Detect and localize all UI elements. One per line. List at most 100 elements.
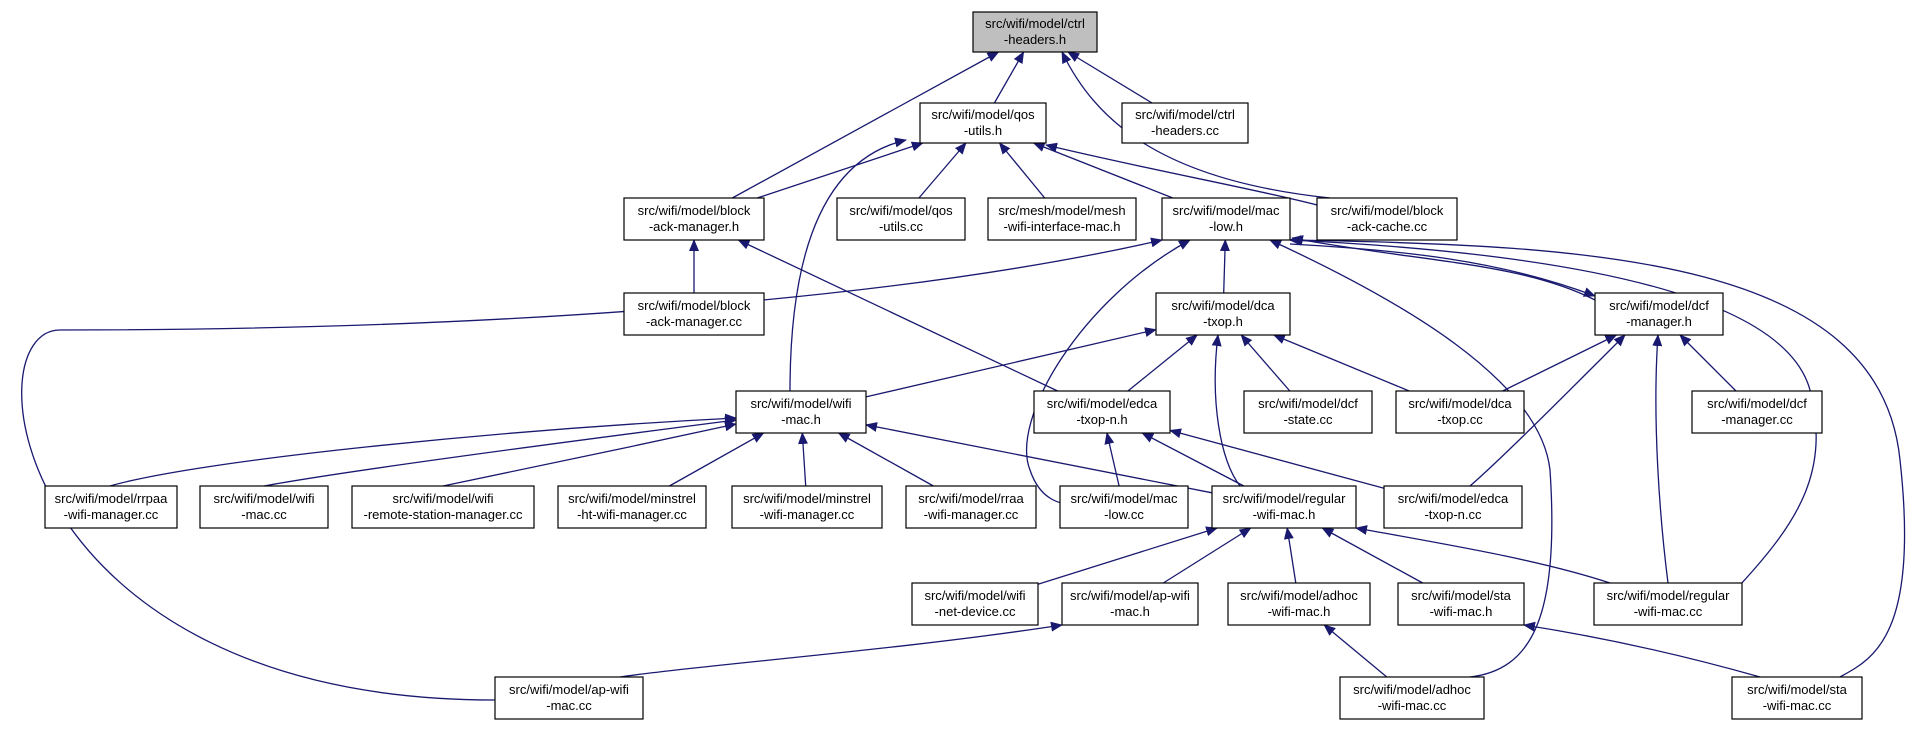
node-qos_h[interactable]: src/wifi/model/qos-utils.h	[919, 102, 1047, 144]
node-edca_cc[interactable]: src/wifi/model/edca-txop-n.cc	[1383, 485, 1523, 529]
node-box	[919, 102, 1047, 144]
node-dcfm_cc[interactable]: src/wifi/model/dcf-manager.cc	[1691, 390, 1823, 434]
node-adhoc_cc[interactable]: src/wifi/model/adhoc-wifi-mac.cc	[1339, 676, 1485, 720]
node-edca_h[interactable]: src/wifi/model/edca-txop-n.h	[1033, 390, 1171, 434]
node-label-line: src/wifi/model/qos	[849, 203, 953, 218]
edge-maclow_h-dcfm_h	[1291, 235, 1596, 301]
edge-dca_h-wifimac_h	[865, 327, 1157, 398]
node-label-line: src/wifi/model/dca	[1171, 298, 1275, 313]
node-label-line: -headers.cc	[1151, 123, 1219, 138]
edge-maclow_h-maclow_cc	[1025, 239, 1191, 507]
edge-ctrl_h-bam_h	[731, 51, 1000, 199]
node-dcfstate_cc[interactable]: src/wifi/model/dcf-state.cc	[1243, 390, 1373, 434]
node-box	[351, 485, 535, 529]
node-label-line: -wifi-mac.cc	[1763, 698, 1832, 713]
node-box	[836, 197, 966, 241]
node-box	[1316, 197, 1458, 241]
node-label-line: -txop.cc	[1437, 412, 1483, 427]
node-minht_cc[interactable]: src/wifi/model/minstrel-ht-wifi-manager.…	[557, 485, 707, 529]
node-sta_h[interactable]: src/wifi/model/sta-wifi-mac.h	[1397, 582, 1525, 626]
edge-edca_h-reg_h	[1141, 432, 1245, 487]
node-sta_cc[interactable]: src/wifi/model/sta-wifi-mac.cc	[1731, 676, 1863, 720]
node-min_cc[interactable]: src/wifi/model/minstrel-wifi-manager.cc	[731, 485, 883, 529]
node-label-line: src/wifi/model/rraa	[918, 491, 1024, 506]
node-maclow_cc[interactable]: src/wifi/model/mac-low.cc	[1059, 485, 1189, 529]
node-box	[731, 485, 883, 529]
node-reg_h[interactable]: src/wifi/model/regular-wifi-mac.h	[1211, 485, 1357, 529]
edge-wifimac_h-rsm_cc	[442, 421, 737, 487]
node-label-line: src/wifi/model/edca	[1047, 396, 1158, 411]
node-qos_cc[interactable]: src/wifi/model/qos-utils.cc	[836, 197, 966, 241]
node-label-line: -wifi-mac.cc	[1634, 604, 1703, 619]
edge-reg_h-reg_cc	[1355, 525, 1611, 584]
node-box	[494, 676, 644, 720]
node-reg_cc[interactable]: src/wifi/model/regular-wifi-mac.cc	[1593, 582, 1743, 626]
node-box	[1243, 390, 1373, 434]
node-label-line: -txop-n.h	[1076, 412, 1127, 427]
node-label-line: -ack-cache.cc	[1347, 219, 1428, 234]
node-rsm_cc[interactable]: src/wifi/model/wifi-remote-station-manag…	[351, 485, 535, 529]
edge-dcfm_h-dcfm_cc	[1679, 334, 1737, 392]
edge-ap_h-ap_cc	[619, 621, 1063, 678]
node-label-line: src/wifi/model/dcf	[1258, 396, 1358, 411]
node-label-line: src/wifi/model/mac	[1173, 203, 1280, 218]
edge-bam_h-edca_h	[737, 239, 1058, 392]
node-maclow_h[interactable]: src/wifi/model/mac-low.h	[1161, 197, 1291, 241]
edge-wifimac_h-rrpaa_cc	[109, 413, 737, 487]
edge-maclow_h-sta_cc	[1289, 235, 1906, 678]
node-label-line: -headers.h	[1004, 32, 1066, 47]
node-rrpaa_cc[interactable]: src/wifi/model/rrpaa-wifi-manager.cc	[44, 485, 178, 529]
edge-wifimac_h-rraa_cc	[837, 432, 934, 487]
node-label-line: src/wifi/model/sta	[1411, 588, 1511, 603]
node-rraa_cc[interactable]: src/wifi/model/rraa-wifi-manager.cc	[905, 485, 1037, 529]
node-dca_h[interactable]: src/wifi/model/dca-txop.h	[1155, 292, 1291, 336]
edge-maclow_h-ap_cc	[21, 237, 1163, 701]
node-box	[1155, 292, 1291, 336]
node-bam_h[interactable]: src/wifi/model/block-ack-manager.h	[623, 197, 765, 241]
node-ap_h[interactable]: src/wifi/model/ap-wifi-mac.h	[1061, 582, 1199, 626]
node-mesh_h[interactable]: src/mesh/model/mesh-wifi-interface-mac.h	[987, 197, 1137, 241]
edge-dcfm_h-dca_cc	[1502, 334, 1618, 392]
node-dca_cc[interactable]: src/wifi/model/dca-txop.cc	[1395, 390, 1525, 434]
node-label-line: -mac.h	[781, 412, 821, 427]
edge-dca_h-dca_cc	[1272, 334, 1410, 392]
node-ap_cc[interactable]: src/wifi/model/ap-wifi-mac.cc	[494, 676, 644, 720]
node-bam_cc[interactable]: src/wifi/model/block-ack-manager.cc	[623, 292, 765, 336]
node-label-line: -net-device.cc	[935, 604, 1016, 619]
edge-maclow_h-dca_h	[1219, 239, 1230, 294]
edge-dca_h-reg_h	[1211, 334, 1241, 487]
node-label-line: src/wifi/model/block	[1331, 203, 1444, 218]
node-box	[1731, 676, 1863, 720]
node-label-line: src/mesh/model/mesh	[998, 203, 1125, 218]
node-label-line: -ht-wifi-manager.cc	[577, 507, 687, 522]
node-box	[1594, 292, 1724, 336]
edge-wifimac_h-wifimac_cc	[263, 416, 737, 487]
node-label-line: -mac.cc	[546, 698, 592, 713]
node-box	[1339, 676, 1485, 720]
node-box	[735, 390, 867, 434]
node-label-line: -wifi-mac.h	[1253, 507, 1316, 522]
node-netdev_cc[interactable]: src/wifi/model/wifi-net-device.cc	[911, 582, 1039, 626]
node-label-line: -utils.h	[964, 123, 1002, 138]
node-label-line: src/wifi/model/minstrel	[743, 491, 871, 506]
node-label-line: src/wifi/model/rrpaa	[55, 491, 168, 506]
edge-reg_h-adhoc_h	[1283, 527, 1297, 584]
edge-maclow_h-adhoc_cc	[1269, 239, 1553, 678]
node-ctrl_cc[interactable]: src/wifi/model/ctrl-headers.cc	[1121, 102, 1249, 144]
edge-adhoc_h-adhoc_cc	[1323, 624, 1388, 678]
node-label-line: -ack-manager.cc	[646, 314, 743, 329]
node-label-line: src/wifi/model/ap-wifi	[1070, 588, 1190, 603]
node-layer: src/wifi/model/ctrl-headers.hsrc/wifi/mo…	[44, 11, 1863, 720]
edge-dcfm_h-reg_cc	[1652, 334, 1669, 584]
edge-edca_h-maclow_cc	[1104, 432, 1120, 487]
node-label-line: src/wifi/model/ctrl	[1135, 107, 1235, 122]
node-label-line: -wifi-mac.h	[1268, 604, 1331, 619]
node-ctrl_h[interactable]: src/wifi/model/ctrl-headers.h	[972, 11, 1098, 53]
node-box	[1227, 582, 1371, 626]
node-label-line: src/wifi/model/adhoc	[1353, 682, 1471, 697]
node-dcfm_h[interactable]: src/wifi/model/dcf-manager.h	[1594, 292, 1724, 336]
node-wifimac_h[interactable]: src/wifi/model/wifi-mac.h	[735, 390, 867, 434]
node-adhoc_h[interactable]: src/wifi/model/adhoc-wifi-mac.h	[1227, 582, 1371, 626]
node-wifimac_cc[interactable]: src/wifi/model/wifi-mac.cc	[199, 485, 329, 529]
node-bac_cc[interactable]: src/wifi/model/block-ack-cache.cc	[1316, 197, 1458, 241]
